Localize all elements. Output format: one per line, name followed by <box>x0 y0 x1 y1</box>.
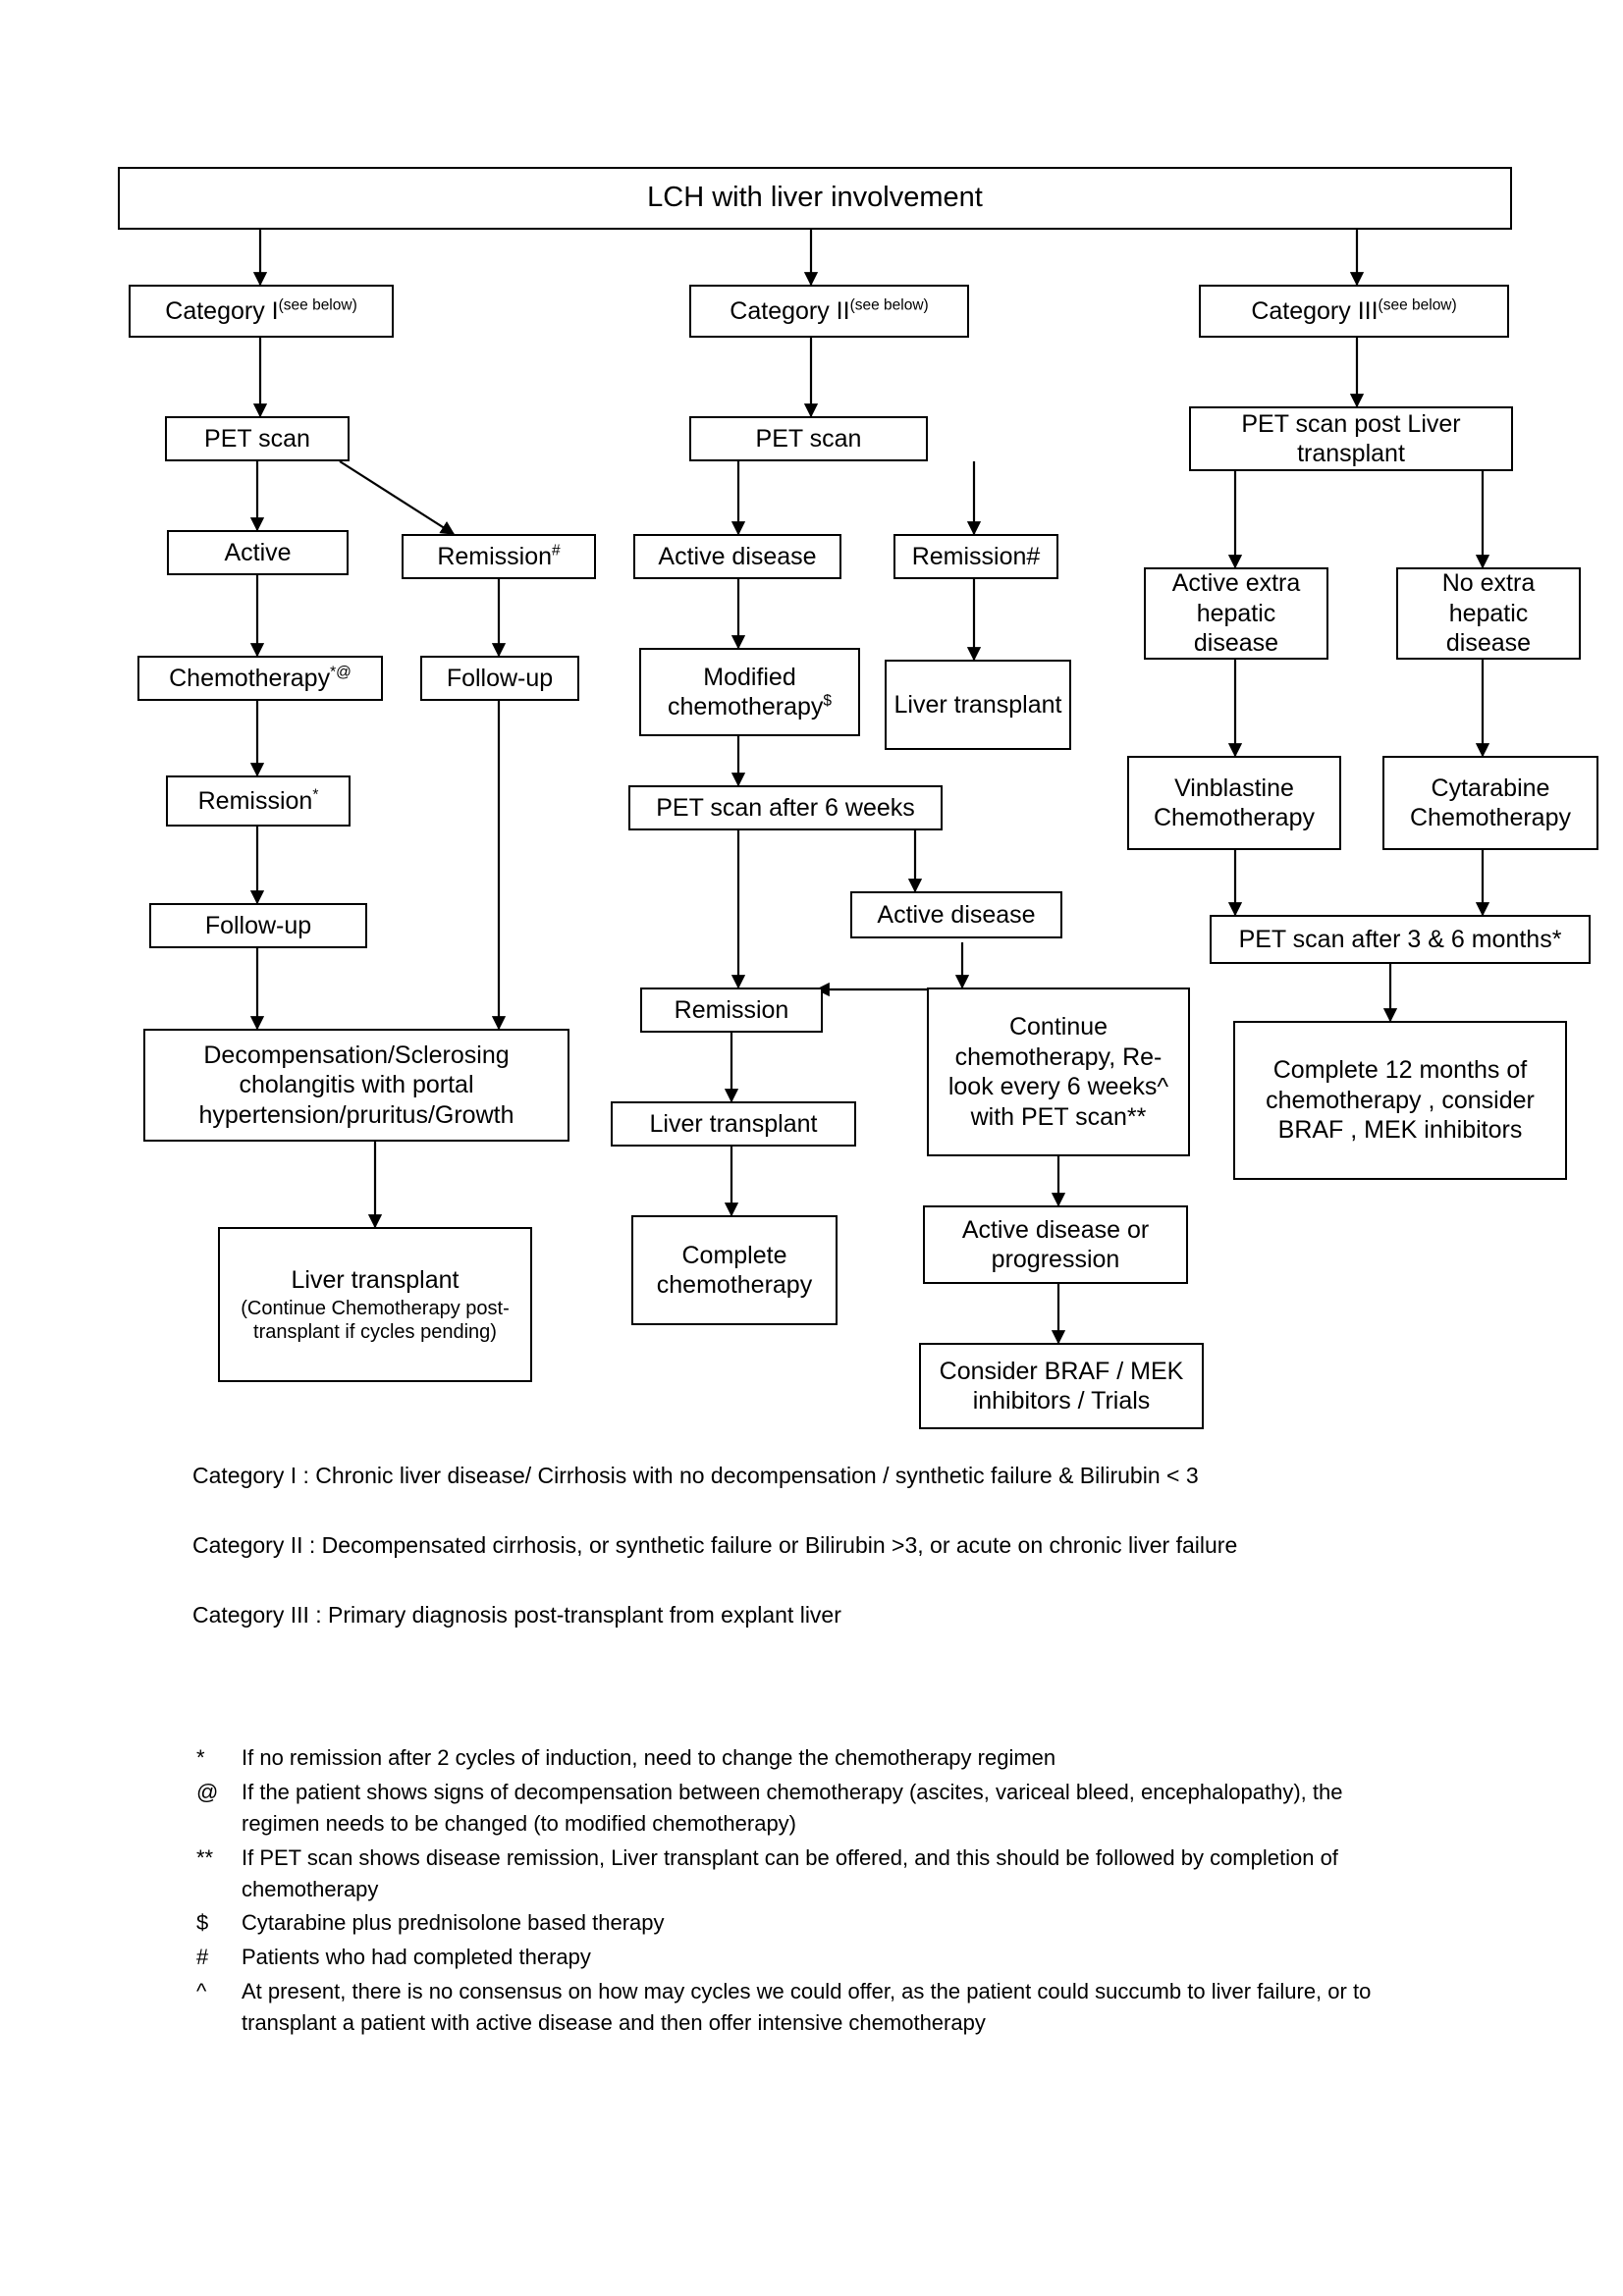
footnote-item: $ Cytarabine plus prednisolone based the… <box>196 1907 1394 1939</box>
footnote-symbol: @ <box>196 1779 219 1804</box>
node-c1-remission-star[interactable]: Remission* <box>166 775 351 827</box>
footnote-text: At present, there is no consensus on how… <box>242 1979 1372 2036</box>
node-c3-cytarabine[interactable]: Cytarabine Chemotherapy <box>1382 756 1598 850</box>
node-label: Liver transplant <box>291 1266 460 1295</box>
category-definitions: Category I : Chronic liver disease/ Cirr… <box>192 1463 1469 1672</box>
node-c2-liver-transplant-2[interactable]: Liver transplant <box>611 1101 856 1147</box>
node-label: PET scan after 3 & 6 months* <box>1238 925 1562 953</box>
category-definition-3: Category III : Primary diagnosis post-tr… <box>192 1602 841 1628</box>
node-c3-vinblastine[interactable]: Vinblastine Chemotherapy <box>1127 756 1341 850</box>
see-below-note: (see below) <box>278 296 357 314</box>
footnote-marker: $ <box>823 692 833 710</box>
node-c1-remission-hash[interactable]: Remission# <box>402 534 596 579</box>
node-c2-braf-mek[interactable]: Consider BRAF / MEK inhibitors / Trials <box>919 1343 1204 1429</box>
node-label: PET scan after 6 weeks <box>656 793 915 822</box>
node-c1-liver-transplant[interactable]: Liver transplant (Continue Chemotherapy … <box>218 1227 532 1382</box>
see-below-note: (see below) <box>1378 296 1457 314</box>
footnote-marker: *@ <box>330 664 352 681</box>
node-label: Remission <box>674 995 789 1024</box>
footnote-symbol: * <box>196 1745 205 1770</box>
node-c3-active-extra-hepatic[interactable]: Active extra hepatic disease <box>1144 567 1328 660</box>
node-category-1-header[interactable]: Category I(see below) <box>129 285 394 338</box>
node-c2-continue-chemotherapy[interactable]: Continue chemotherapy, Re-look every 6 w… <box>927 988 1190 1156</box>
footnote-text: If the patient shows signs of decompensa… <box>242 1779 1343 1836</box>
node-label: Category I <box>165 296 279 325</box>
node-label: Active disease or progression <box>961 1215 1150 1274</box>
node-label: Cytarabine Chemotherapy <box>1410 774 1571 832</box>
node-c3-complete-12-months[interactable]: Complete 12 months of chemotherapy , con… <box>1233 1021 1567 1180</box>
node-label: Category II <box>730 296 850 325</box>
node-label: Chemotherapy <box>169 664 331 692</box>
node-c2-active-progression[interactable]: Active disease or progression <box>923 1205 1188 1284</box>
node-c1-decompensation[interactable]: Decompensation/Sclerosing cholangitis wi… <box>143 1029 569 1142</box>
node-c3-no-extra-hepatic[interactable]: No extra hepatic disease <box>1396 567 1581 660</box>
node-c2-pet-scan-6weeks[interactable]: PET scan after 6 weeks <box>628 785 943 830</box>
node-label: Follow-up <box>446 664 554 692</box>
footnote-item: ** If PET scan shows disease remission, … <box>196 1842 1394 1905</box>
node-label: Consider BRAF / MEK inhibitors / Trials <box>939 1357 1184 1415</box>
node-c2-remission-hash[interactable]: Remission# <box>893 534 1058 579</box>
node-label: Active disease <box>658 542 817 570</box>
footnote-marker: # <box>552 542 561 560</box>
node-c1-followup[interactable]: Follow-up <box>149 903 367 948</box>
node-c2-active-disease[interactable]: Active disease <box>633 534 841 579</box>
node-category-3-header[interactable]: Category III(see below) <box>1199 285 1509 338</box>
category-definition-1: Category I : Chronic liver disease/ Cirr… <box>192 1463 1199 1488</box>
node-label: PET scan post Liver transplant <box>1241 409 1461 468</box>
footnote-item: # Patients who had completed therapy <box>196 1942 1394 1973</box>
footnote-symbol: ** <box>196 1844 214 1870</box>
node-label: PET scan <box>755 424 862 453</box>
category-definition-2: Category II : Decompensated cirrhosis, o… <box>192 1532 1238 1558</box>
footnote-text: Cytarabine plus prednisolone based thera… <box>242 1910 665 1936</box>
node-c1-pet-scan[interactable]: PET scan <box>165 416 350 461</box>
node-label: Decompensation/Sclerosing cholangitis wi… <box>198 1041 514 1129</box>
node-category-2-header[interactable]: Category II(see below) <box>689 285 969 338</box>
node-label: Active extra hepatic disease <box>1171 569 1301 658</box>
node-c2-remission[interactable]: Remission <box>640 988 823 1033</box>
footnote-symbol: $ <box>196 1910 209 1936</box>
node-label: Follow-up <box>204 911 312 939</box>
node-label: Vinblastine Chemotherapy <box>1154 774 1315 832</box>
node-label: PET scan <box>204 424 310 453</box>
footnote-symbol: ^ <box>196 1979 207 2004</box>
node-label: Continue chemotherapy, Re-look every 6 w… <box>947 1013 1169 1131</box>
node-label: Active disease <box>877 900 1036 929</box>
node-label: No extra hepatic disease <box>1441 569 1536 658</box>
node-c2-active-disease-2[interactable]: Active disease <box>850 891 1062 938</box>
node-c2-liver-transplant-1[interactable]: Liver transplant <box>885 660 1071 750</box>
node-label: Modified chemotherapy <box>667 663 824 721</box>
node-label: Category III <box>1251 296 1379 325</box>
footnote-marker: * <box>312 786 319 804</box>
node-subnote: (Continue Chemotherapy post-transplant i… <box>241 1297 510 1343</box>
node-c1-followup-remission[interactable]: Follow-up <box>420 656 579 701</box>
footnote-item: ^ At present, there is no consensus on h… <box>196 1976 1394 2039</box>
node-c3-pet-post-transplant[interactable]: PET scan post Liver transplant <box>1189 406 1513 471</box>
node-c2-pet-scan[interactable]: PET scan <box>689 416 928 461</box>
node-label: Remission <box>437 542 553 570</box>
node-label: Liver transplant <box>893 690 1062 719</box>
node-c2-modified-chemotherapy[interactable]: Modified chemotherapy$ <box>639 648 860 736</box>
node-label: Complete chemotherapy <box>656 1241 813 1300</box>
see-below-note: (see below) <box>849 296 929 314</box>
node-label: Remission# <box>911 542 1041 570</box>
footnote-item: * If no remission after 2 cycles of indu… <box>196 1742 1394 1774</box>
node-c3-pet-scan-3-6-months[interactable]: PET scan after 3 & 6 months* <box>1210 915 1591 964</box>
footnote-symbol: # <box>196 1945 209 1970</box>
node-root[interactable]: LCH with liver involvement <box>118 167 1512 230</box>
node-c1-active[interactable]: Active <box>167 530 349 575</box>
footnote-text: Patients who had completed therapy <box>242 1945 591 1970</box>
footnotes-list: * If no remission after 2 cycles of indu… <box>196 1742 1394 2042</box>
node-label: Complete 12 months of chemotherapy , con… <box>1266 1056 1535 1145</box>
node-label: LCH with liver involvement <box>647 182 983 214</box>
footnote-item: @ If the patient shows signs of decompen… <box>196 1777 1394 1840</box>
footnote-text: If PET scan shows disease remission, Liv… <box>242 1844 1338 1901</box>
node-c1-chemotherapy[interactable]: Chemotherapy*@ <box>137 656 383 701</box>
footnote-text: If no remission after 2 cycles of induct… <box>242 1745 1056 1770</box>
node-label: Liver transplant <box>649 1109 818 1138</box>
node-label: Remission <box>197 786 313 815</box>
node-label: Active <box>224 538 292 566</box>
node-c2-complete-chemotherapy[interactable]: Complete chemotherapy <box>631 1215 838 1325</box>
